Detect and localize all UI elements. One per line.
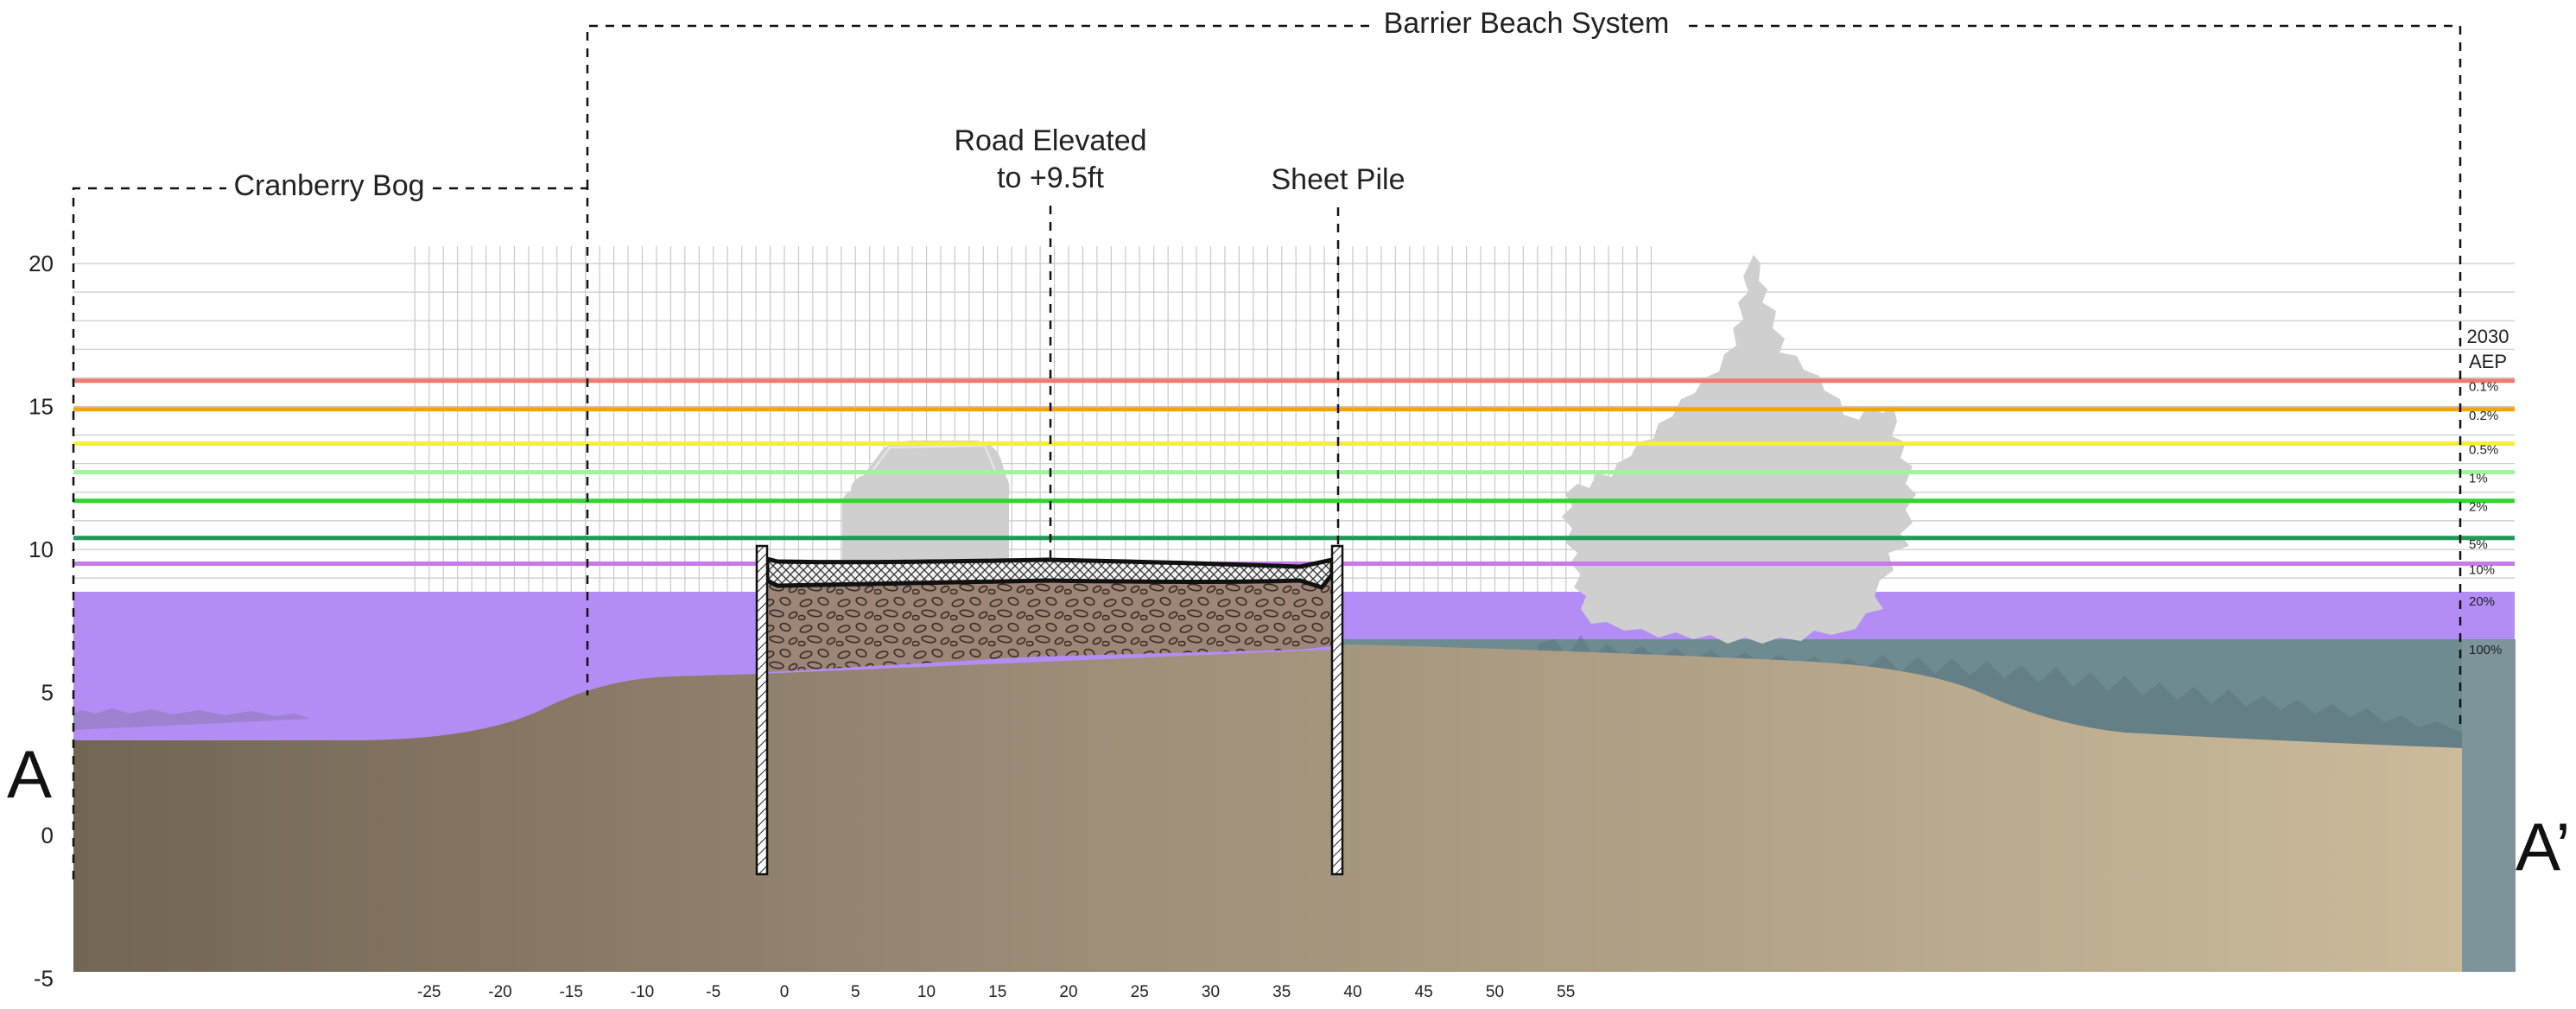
ground-profile xyxy=(73,644,2462,972)
aep-title-year: 2030 xyxy=(2467,326,2509,347)
aep-label-7: 20% xyxy=(2469,594,2495,609)
y-tick-label: -5 xyxy=(34,966,54,992)
y-tick-label: 20 xyxy=(29,251,54,276)
x-tick-label: 45 xyxy=(1415,983,1433,1001)
aep-level-labels: 0.1% 0.2% 0.5% 1% 2% 5% 10% 20% 100% xyxy=(2469,380,2502,658)
tree-silhouette xyxy=(1562,255,1916,644)
aep-title-label: AEP xyxy=(2469,351,2507,372)
region-brackets xyxy=(72,24,2462,879)
x-tick-label: 30 xyxy=(1202,983,1220,1001)
aep-label-2: 0.5% xyxy=(2469,443,2498,458)
road-callout-line1: Road Elevated xyxy=(954,124,1146,157)
x-tick-label: 15 xyxy=(988,983,1006,1001)
barrier-beach-bracket xyxy=(586,24,2462,730)
aep-label-8: 100% xyxy=(2469,643,2502,657)
barrier-beach-label: Barrier Beach System xyxy=(1384,7,1670,40)
cranberry-bog-bracket xyxy=(72,187,589,879)
x-tick-label: 25 xyxy=(1131,983,1149,1001)
x-tick-label: -15 xyxy=(560,983,583,1001)
section-end-mark: A’ xyxy=(2516,809,2571,885)
sheet-pile-right xyxy=(1330,544,1344,876)
x-tick-label: 35 xyxy=(1272,983,1291,1001)
aep-label-3: 1% xyxy=(2469,472,2488,486)
x-tick-label: -10 xyxy=(631,983,654,1001)
x-tick-label: 55 xyxy=(1557,983,1575,1001)
road-pavement xyxy=(765,555,1335,590)
y-tick-label: 10 xyxy=(29,536,54,562)
road-gravel-fill xyxy=(767,574,1332,672)
sheet-pile-left xyxy=(755,544,769,876)
aep-label-5: 5% xyxy=(2469,537,2488,552)
aep-label-1: 0.2% xyxy=(2469,409,2498,423)
x-tick-label: -20 xyxy=(488,983,511,1001)
x-tick-label: -5 xyxy=(706,983,720,1001)
x-tick-label: 50 xyxy=(1486,983,1504,1001)
x-tick-label: -25 xyxy=(417,983,441,1001)
car-silhouette xyxy=(842,441,1010,579)
water-edge xyxy=(2462,639,2516,972)
x-axis-ticks: -25 -20 -15 -10 -5 0 5 10 15 20 25 30 35 40 45 50 55 xyxy=(417,983,1575,1001)
aep-label-6: 10% xyxy=(2469,563,2495,578)
cranberry-bog-label: Cranberry Bog xyxy=(233,169,424,202)
x-tick-label: 5 xyxy=(851,983,860,1001)
y-axis-ticks: 20 15 10 5 0 -5 xyxy=(29,251,54,992)
marsh-grass-left xyxy=(73,708,311,730)
x-tick-label: 40 xyxy=(1343,983,1361,1001)
aep-label-4: 2% xyxy=(2469,500,2488,515)
aep-label-0: 0.1% xyxy=(2469,380,2498,395)
sheet-pile-callout: Sheet Pile xyxy=(1272,163,1405,196)
x-tick-label: 20 xyxy=(1059,983,1077,1001)
section-start-mark: A xyxy=(7,736,52,812)
y-tick-label: 5 xyxy=(41,680,54,706)
x-tick-label: 0 xyxy=(780,983,790,1001)
y-tick-label: 15 xyxy=(29,394,54,420)
road-callout-line2: to +9.5ft xyxy=(997,162,1104,194)
x-tick-label: 10 xyxy=(917,983,936,1001)
y-tick-label: 0 xyxy=(41,822,54,848)
aep-flood-lines xyxy=(73,378,2515,567)
